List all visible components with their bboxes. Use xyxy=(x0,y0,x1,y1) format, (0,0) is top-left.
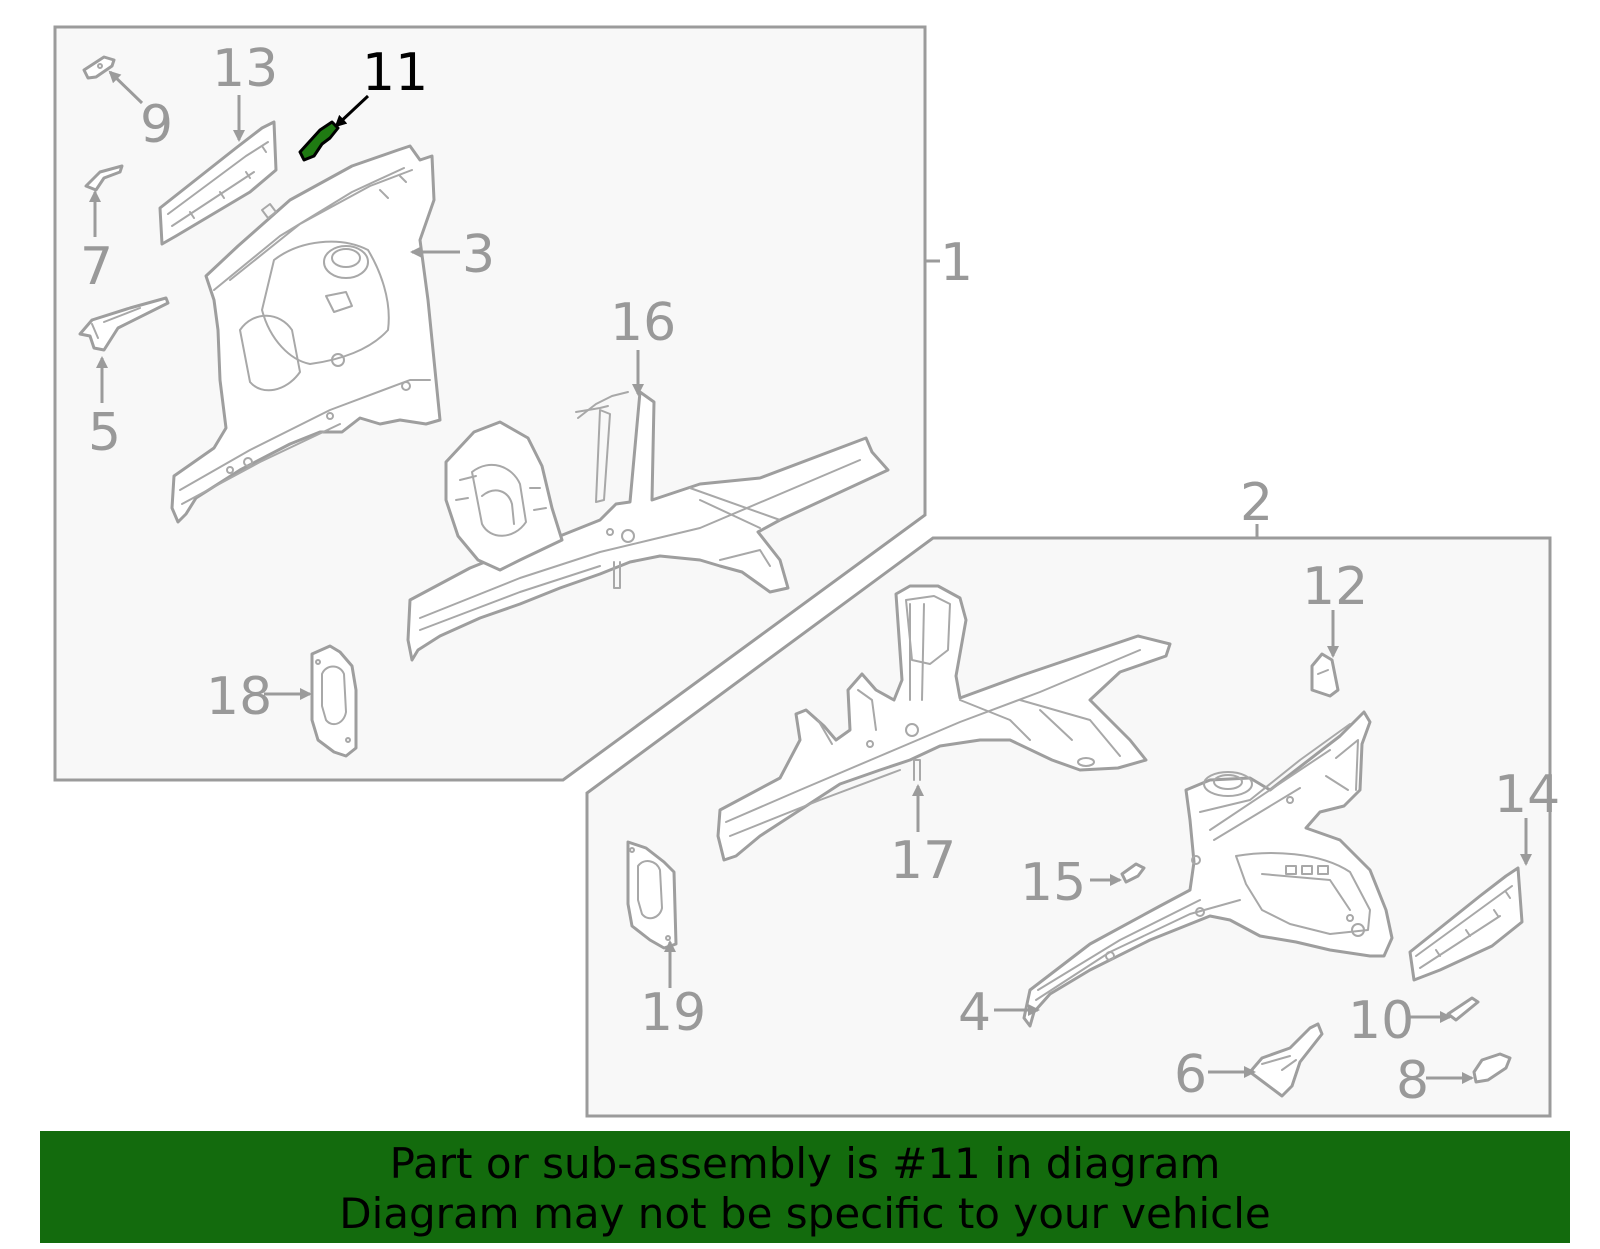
part-10-strip[interactable] xyxy=(1446,996,1480,1022)
callout-9: 9 xyxy=(140,95,173,155)
part-18-plate[interactable] xyxy=(310,644,358,758)
callout-10: 10 xyxy=(1348,991,1414,1051)
callout-15: 15 xyxy=(1020,853,1086,913)
callout-12: 12 xyxy=(1302,557,1368,617)
part-19-plate[interactable] xyxy=(626,840,678,950)
part-15-clip[interactable] xyxy=(1120,862,1146,884)
banner-line-1: Part or sub-assembly is #11 in diagram xyxy=(389,1139,1221,1188)
callout-6: 6 xyxy=(1174,1045,1207,1105)
callout-13: 13 xyxy=(212,39,278,99)
callout-19: 19 xyxy=(640,983,706,1043)
callout-7: 7 xyxy=(80,237,113,297)
callout-3: 3 xyxy=(462,225,495,285)
callout-8: 8 xyxy=(1396,1051,1429,1111)
callout-11: 11 xyxy=(362,43,428,103)
part-14-reinforcement[interactable] xyxy=(1408,866,1524,982)
part-8-bracket[interactable] xyxy=(1472,1052,1512,1084)
part-9-clip[interactable] xyxy=(82,55,116,80)
callout-14: 14 xyxy=(1494,765,1560,825)
part-17-rail-assembly[interactable] xyxy=(716,584,1172,862)
callout-4: 4 xyxy=(958,983,991,1043)
leader-9 xyxy=(108,70,144,105)
part-11-highlighted[interactable] xyxy=(298,120,340,162)
part-16-side-member[interactable] xyxy=(406,390,890,662)
callout-17: 17 xyxy=(890,831,956,891)
callout-18: 18 xyxy=(206,667,272,727)
callout-1: 1 xyxy=(940,233,973,293)
leader-11 xyxy=(334,94,370,128)
part-6-bracket[interactable] xyxy=(1248,1022,1324,1098)
banner-line-2: Diagram may not be specific to your vehi… xyxy=(339,1189,1271,1238)
part-5-bracket[interactable] xyxy=(78,296,170,352)
part-4-apron[interactable] xyxy=(1022,710,1394,1028)
callout-2: 2 xyxy=(1240,473,1273,533)
assembly-2-panel xyxy=(585,536,1552,1118)
part-12-gusset[interactable] xyxy=(1310,652,1340,698)
callout-5: 5 xyxy=(88,403,121,463)
info-banner: Part or sub-assembly is #11 in diagram D… xyxy=(40,1131,1570,1243)
part-3-apron[interactable] xyxy=(170,144,442,524)
callout-16: 16 xyxy=(610,293,676,353)
